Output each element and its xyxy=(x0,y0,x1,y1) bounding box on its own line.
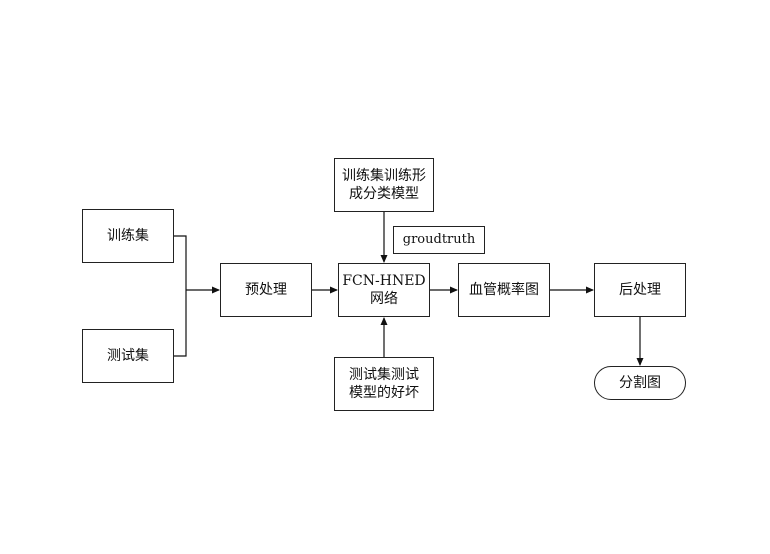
vessel-probability-label: 血管概率图 xyxy=(469,282,539,298)
fcn-hned-box: FCN-HNED 网络 xyxy=(338,263,430,317)
train-set-connector xyxy=(174,235,187,290)
test-model-box: 测试集测试 模型的好坏 xyxy=(334,357,434,411)
groundtruth-box: groudtruth xyxy=(393,226,485,254)
segmentation-label: 分割图 xyxy=(619,375,661,391)
preprocess-label: 预处理 xyxy=(245,282,287,298)
train-model-label: 训练集训练形 成分类模型 xyxy=(342,168,426,202)
segmentation-terminal: 分割图 xyxy=(594,366,686,400)
test-set-box: 测试集 xyxy=(82,329,174,383)
test-set-connector xyxy=(174,290,187,357)
postprocess-label: 后处理 xyxy=(619,282,661,298)
train-set-box: 训练集 xyxy=(82,209,174,263)
vessel-probability-box: 血管概率图 xyxy=(458,263,550,317)
train-set-label: 训练集 xyxy=(107,228,149,244)
groundtruth-label: groudtruth xyxy=(402,232,476,247)
test-set-label: 测试集 xyxy=(107,348,149,364)
fcn-hned-label: FCN-HNED 网络 xyxy=(342,273,426,307)
train-model-box: 训练集训练形 成分类模型 xyxy=(334,158,434,212)
postprocess-box: 后处理 xyxy=(594,263,686,317)
preprocess-box: 预处理 xyxy=(220,263,312,317)
test-model-label: 测试集测试 模型的好坏 xyxy=(349,367,419,401)
